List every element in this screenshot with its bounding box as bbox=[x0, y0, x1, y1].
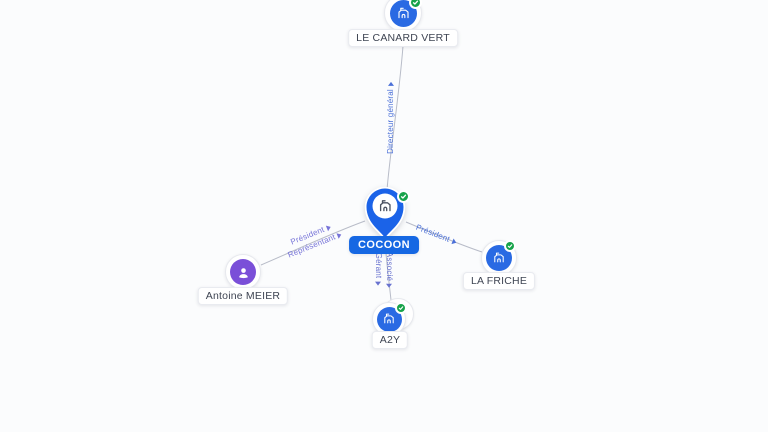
verified-badge bbox=[395, 302, 407, 314]
check-icon bbox=[507, 244, 513, 248]
edge-label-text: Directeur général bbox=[386, 89, 395, 154]
person-icon bbox=[238, 267, 248, 278]
person-avatar bbox=[230, 259, 256, 285]
edge-antoine-meier-to-cocoon bbox=[260, 220, 366, 266]
verified-badge bbox=[397, 190, 410, 203]
edge-label-associe: Associé bbox=[384, 251, 394, 289]
edge-cocoon-to-la-friche bbox=[405, 221, 483, 253]
edge-label-gerant: Gérant bbox=[373, 253, 383, 286]
check-icon bbox=[398, 306, 404, 310]
node-antoine-meier[interactable] bbox=[225, 254, 261, 290]
node-label-cocoon[interactable]: COCOON bbox=[349, 236, 419, 254]
edge-arrow-icon bbox=[325, 224, 332, 232]
building-icon bbox=[397, 7, 409, 18]
edge-label-directeur-general: Directeur général bbox=[386, 82, 396, 154]
node-label-a2y[interactable]: A2Y bbox=[371, 331, 409, 349]
verified-badge bbox=[504, 240, 516, 252]
edge-label-text: Associé bbox=[385, 251, 394, 282]
edge-arrow-icon bbox=[386, 284, 392, 289]
edge-arrow-icon bbox=[375, 281, 381, 286]
building-icon bbox=[494, 252, 504, 263]
pin-inner-circle bbox=[372, 193, 398, 219]
verified-badge bbox=[409, 0, 422, 9]
building-icon bbox=[384, 313, 394, 324]
node-cocoon[interactable] bbox=[361, 183, 409, 241]
edge-arrow-icon bbox=[388, 82, 394, 87]
building-icon bbox=[379, 200, 391, 212]
check-icon bbox=[412, 0, 419, 5]
node-label-le-canard-vert[interactable]: LE CANARD VERT bbox=[348, 29, 458, 47]
edge-cocoon-to-le-canard-vert bbox=[386, 45, 404, 191]
node-label-antoine-meier[interactable]: Antoine MEIER bbox=[197, 287, 289, 305]
edge-label-text: Gérant bbox=[374, 252, 383, 279]
node-label-la-friche[interactable]: LA FRICHE bbox=[462, 272, 536, 290]
check-icon bbox=[400, 194, 407, 199]
